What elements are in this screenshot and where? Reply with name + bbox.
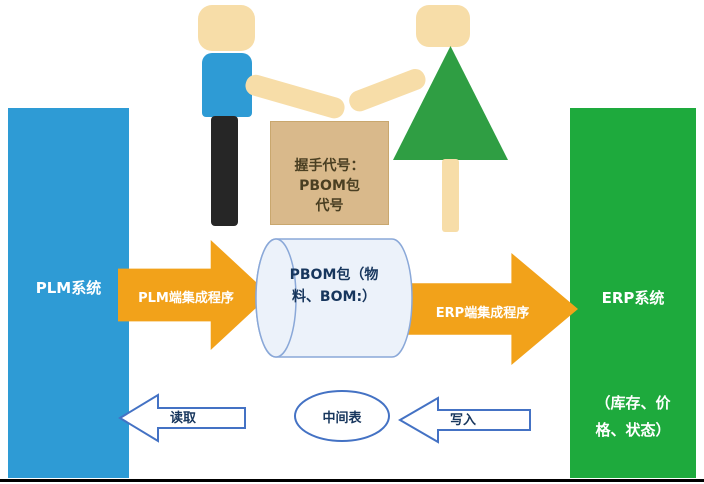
female-figure-head-icon <box>416 5 470 47</box>
handshake-code-line-1: 握手代号： <box>294 158 365 174</box>
handshake-code-line-3: 代号 <box>315 198 344 214</box>
handshake-code-line-2: PBOM包 <box>299 178 360 194</box>
erp-system-box <box>570 108 696 478</box>
write-arrow-label: 写入 <box>449 413 476 428</box>
male-figure-arm-icon <box>243 72 347 121</box>
pbom-package-cylinder-icon <box>255 238 413 358</box>
middle-table-label: 中间表 <box>322 411 362 426</box>
male-figure-legs-icon <box>211 116 238 226</box>
female-figure-legs-icon <box>442 159 459 232</box>
bottom-divider <box>0 479 704 482</box>
pbom-package-label: PBOM包（物料、BOM:） <box>289 267 379 305</box>
read-arrow-label: 读取 <box>169 411 196 426</box>
plm-integration-arrow-label: PLM端集成程序 <box>138 291 234 306</box>
middle-table-ellipse-icon <box>294 390 390 442</box>
plm-system-box <box>8 108 129 478</box>
male-figure-head-icon <box>198 5 255 51</box>
write-arrow-icon <box>398 396 531 444</box>
read-arrow-icon <box>118 393 246 443</box>
erp-system-note: （库存、价格、状态） <box>595 394 671 439</box>
female-figure-arm-icon <box>346 66 429 115</box>
female-figure-dress-icon <box>393 46 508 160</box>
erp-integration-arrow-label: ERP端集成程序 <box>435 306 530 321</box>
plm-system-label: PLM系统 <box>35 279 102 297</box>
male-figure-torso-icon <box>202 53 252 117</box>
handshake-code-box: 握手代号： PBOM包 代号 <box>270 121 389 225</box>
erp-system-label: ERP系统 <box>601 289 665 307</box>
